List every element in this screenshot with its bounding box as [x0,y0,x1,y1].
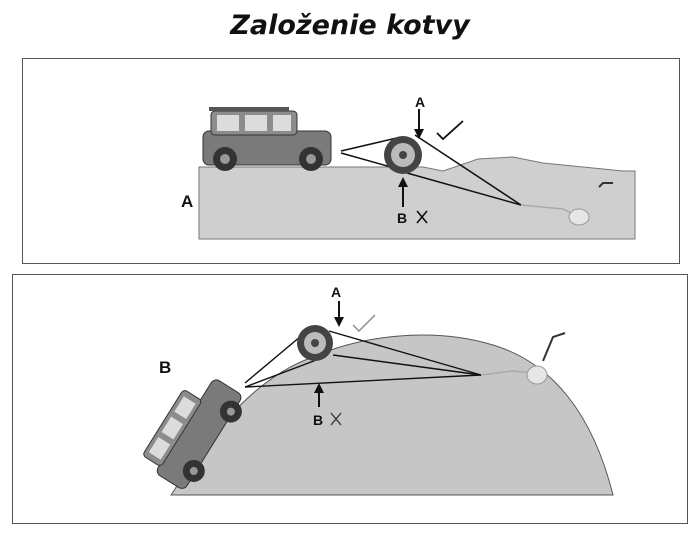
anchor-point-icon [480,332,566,385]
anchor-point-icon [520,182,613,226]
car-icon [202,107,332,171]
panel-label: B [159,358,171,377]
panel-a: A B A [22,58,680,264]
cross-icon [416,210,428,224]
arrow-bottom-label: B [397,210,407,226]
check-icon [352,314,376,332]
ground-slab [198,156,636,240]
arrow-b-up-icon [398,177,408,207]
arrow-b-up-icon [314,383,324,407]
panel-label: A [181,192,193,211]
arrow-a-down-icon [414,109,424,139]
arrow-bottom-label: B [313,412,323,428]
panel-b-diagram: A B B [143,284,614,496]
arrow-top-label: A [331,284,341,300]
panel-a-diagram: A B A [181,94,636,240]
arrow-a-down-icon [334,301,344,327]
anchor-wheel-icon [297,325,333,361]
anchor-wheel-icon [384,136,422,174]
car-icon [143,379,242,489]
hill-shape [170,334,614,496]
panel-b: A B B [12,274,688,524]
winch-rope [244,330,482,388]
cross-icon [330,412,342,426]
diagram-title: Založenie kotvy [230,10,470,41]
check-icon [436,120,464,141]
arrow-top-label: A [415,94,425,110]
